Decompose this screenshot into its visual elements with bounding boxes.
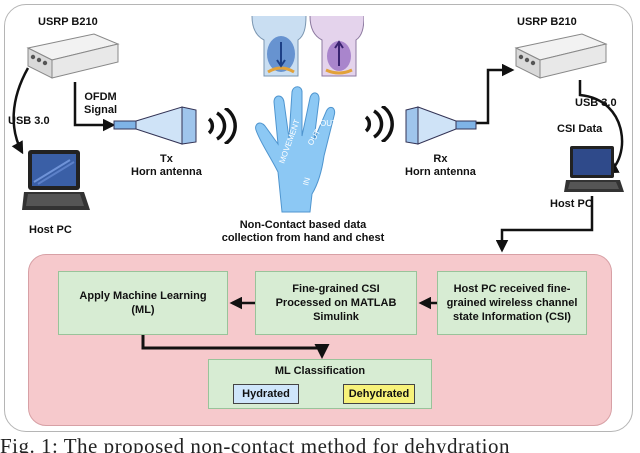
hand-word-3: OUT [320, 119, 337, 128]
csi-processing-box: Fine-grained CSI Processed on MATLAB Sim… [255, 271, 417, 335]
host-pc-left-icon [22, 150, 90, 210]
usrp-rx-label: USRP B210 [517, 16, 577, 28]
rx-connector [472, 63, 515, 125]
rx-antenna-label: Rx Horn antenna [405, 153, 476, 178]
usb-left-label: USB 3.0 [8, 115, 50, 127]
host-to-panel-connector [495, 196, 594, 253]
host-received-text: Host PC received fine- grained wireless … [446, 283, 578, 323]
usb-cable-left [11, 67, 30, 155]
tx-antenna-label: Tx Horn antenna [131, 153, 202, 178]
host-pc-right-icon [564, 146, 624, 192]
ofdm-signal-label: OFDM Signal [84, 91, 118, 116]
rx-horn-antenna-icon [405, 106, 477, 145]
rx-signal-waves-icon [364, 106, 394, 142]
usrp-tx-device-icon [26, 33, 120, 79]
ml-classification-box: ML Classification Hydrated Dehydrated [208, 359, 432, 409]
tx-horn-antenna-icon [113, 106, 197, 145]
ml-classification-title: ML Classification [274, 365, 366, 377]
chest-breathing-illustration [251, 15, 364, 77]
collection-label: Non-Contact based data collection from h… [221, 219, 385, 244]
usrp-rx-device-icon [514, 33, 608, 79]
apply-ml-text: Apply Machine Learning (ML) [79, 290, 207, 316]
apply-ml-box: Apply Machine Learning (ML) [58, 271, 228, 335]
class-hydrated-chip: Hydrated [233, 384, 299, 404]
ofdm-connector [73, 82, 116, 132]
usrp-tx-label: USRP B210 [38, 16, 98, 28]
csi-data-label: CSI Data [557, 123, 603, 135]
csi-processing-text: Fine-grained CSI Processed on MATLAB Sim… [275, 283, 397, 323]
hand-illustration: MOVEMENT OUT OUT IN [255, 86, 337, 213]
hand-word-4: IN [301, 176, 312, 186]
usb-right-label: USB 3.0 [575, 97, 617, 109]
figure-caption: Fig. 1: The proposed non-contact method … [0, 434, 511, 453]
usb-cable-right [578, 80, 624, 174]
class-dehydrated-chip: Dehydrated [343, 384, 415, 404]
host-pc-left-label: Host PC [29, 224, 72, 236]
tx-signal-waves-icon [207, 108, 237, 144]
host-pc-right-label: Host PC [550, 198, 593, 210]
host-received-box: Host PC received fine- grained wireless … [437, 271, 587, 335]
arrow-ml-to-classification [141, 335, 330, 359]
